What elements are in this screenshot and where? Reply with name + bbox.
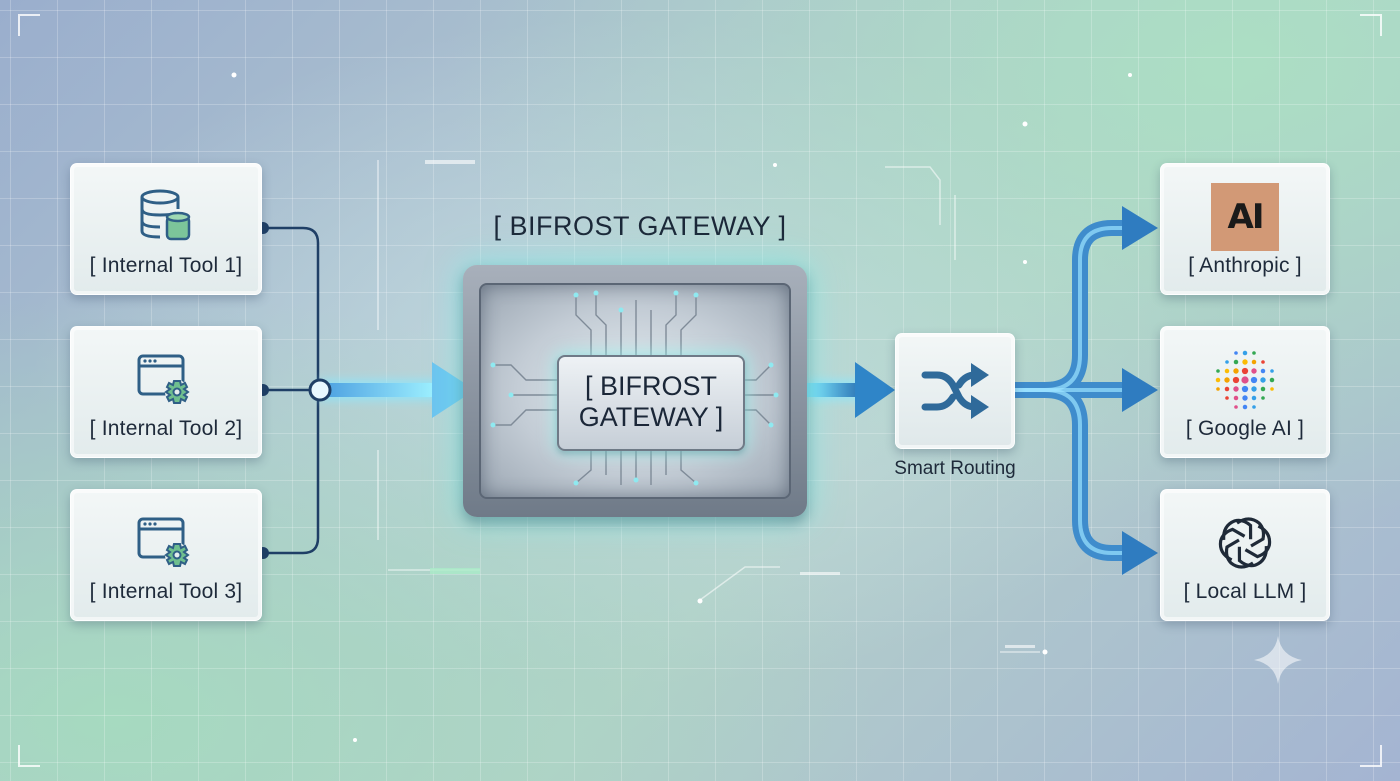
shuffle-icon [921,363,989,419]
google-logo-dot [1225,360,1229,364]
anthropic-logo: AI [1211,183,1279,251]
google-logo-dot [1242,395,1248,401]
google-logo-dot [1242,359,1248,365]
provider-local-llm-label: [ Local LLM ] [1183,580,1307,603]
google-logo-dot [1234,405,1238,409]
google-logo-dot [1251,359,1257,365]
provider-anthropic-card[interactable]: AI [ Anthropic ] [1160,163,1330,295]
sparkle-icon [1254,636,1302,684]
google-logo-dot [1270,369,1274,373]
internal-tool-2-label: [ Internal Tool 2] [89,417,243,440]
google-logo-dot [1234,351,1238,355]
smart-routing-node[interactable] [895,333,1015,449]
google-logo-dot [1251,386,1257,392]
provider-anthropic-label: [ Anthropic ] [1188,254,1302,277]
google-logo-dot [1251,368,1257,374]
google-logo-dot [1241,376,1249,384]
database-icon [71,182,261,252]
google-logo-dot [1242,350,1248,356]
google-logo-dot [1216,387,1220,391]
openai-knot-logo [1161,508,1329,578]
google-logo-dot [1242,404,1248,410]
routing-arrowheads [1122,206,1158,575]
corner-bracket [1360,14,1382,36]
google-logo-dot [1269,377,1275,383]
decorative-dashes [425,160,1035,648]
google-logo-dot [1250,376,1258,384]
routing-branches [1015,220,1130,561]
google-logo-dot [1270,387,1274,391]
google-logo-dot [1224,386,1230,392]
internal-tool-3-label: [ Internal Tool 3] [89,580,243,603]
internal-tool-1-label: [ Internal Tool 1] [89,254,243,277]
flow-arrow-to-gateway [320,362,475,418]
google-logo-dot [1233,368,1239,374]
provider-google-card[interactable]: [ Google AI ] [1160,326,1330,458]
google-logo-dot [1233,395,1239,401]
internal-tool-2-card[interactable]: [ Internal Tool 2] [70,326,262,458]
gateway-device[interactable]: [ BIFROST GATEWAY ] [463,265,807,517]
internal-tool-1-card[interactable]: [ Internal Tool 1] [70,163,262,295]
provider-local-llm-card[interactable]: [ Local LLM ] [1160,489,1330,621]
google-logo-dot [1260,386,1266,392]
google-logo-dot [1215,377,1221,383]
corner-bracket [1360,745,1382,767]
google-logo-dot [1252,405,1256,409]
chip-label-line2: GATEWAY ] [578,402,724,432]
google-logo-dot [1216,369,1220,373]
smart-routing-label: Smart Routing [894,458,1016,479]
google-logo-dot [1233,359,1239,365]
google-logo-dot [1241,367,1249,375]
corner-bracket [18,14,40,36]
chip-label-line1: [ BIFROST [584,371,717,401]
app-window-gear-icon [71,508,261,578]
google-logo-dot [1233,386,1239,392]
gateway-screen: [ BIFROST GATEWAY ] [479,283,791,499]
flow-arrow-to-router [807,362,895,418]
junction-node [308,378,332,402]
google-logo-dot [1252,351,1256,355]
google-logo-dot [1261,396,1265,400]
circuit-traces [490,290,779,486]
gateway-chip: [ BIFROST GATEWAY ] [557,355,745,451]
google-logo-dot [1224,377,1230,383]
google-logo-dot [1224,368,1230,374]
app-window-gear-icon [71,345,261,415]
google-ai-dots-logo [1161,345,1329,415]
google-logo-dot [1225,396,1229,400]
google-logo-dot [1232,376,1240,384]
corner-bracket [18,745,40,767]
google-logo-dot [1251,395,1257,401]
google-logo-dot [1261,360,1265,364]
google-logo-dot [1260,368,1266,374]
provider-google-label: [ Google AI ] [1185,417,1305,440]
gateway-title: [ BIFROST GATEWAY ] [493,211,787,241]
google-logo-dot [1241,385,1249,393]
google-logo-dot [1260,377,1266,383]
internal-tool-3-card[interactable]: [ Internal Tool 3] [70,489,262,621]
decorative-dots [231,72,1132,742]
